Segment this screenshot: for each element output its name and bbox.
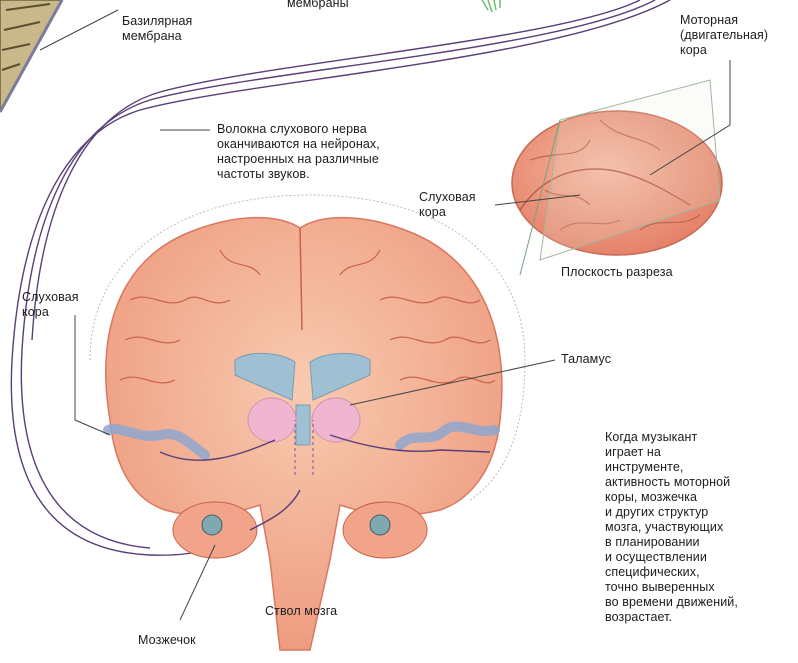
auditory-cortex-left-leader-line [75,315,110,435]
label-auditory-cortex-left: Слуховая кора [22,290,79,320]
lateral-brain-view [512,80,722,275]
label-brainstem: Ствол мозга [265,604,337,619]
cochlea-fragment [0,0,62,112]
label-basilar-membrane: Базилярная мембрана [122,14,192,44]
label-auditory-cortex-small: Слуховая кора [419,190,476,220]
cerebellum-leader-line [180,545,215,620]
hair-cells-fragment [482,0,500,12]
label-membranes-fragment: мембраны [287,0,349,11]
label-cerebellum: Мозжечок [138,633,196,648]
label-motor-cortex: Моторная (двигательная) кора [680,13,768,58]
label-thalamus: Таламус [561,352,611,367]
label-section-plane: Плоскость разреза [561,265,673,280]
coronal-brain-section [106,218,502,650]
musician-note: Когда музыкант играет на инструменте, ак… [605,430,738,625]
label-nerve-fibers: Волокна слухового нерва оканчиваются на … [217,122,380,182]
